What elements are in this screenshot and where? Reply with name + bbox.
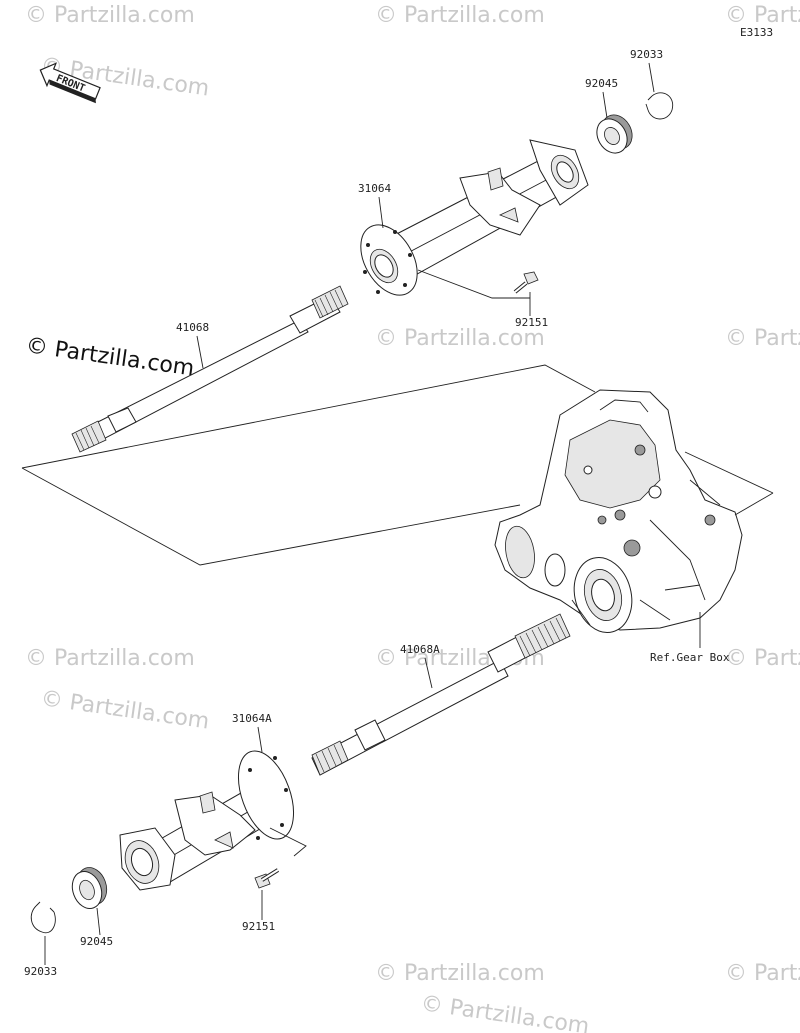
copyright-text: © Partzilla.com: [24, 333, 196, 381]
part-label-gear-box[interactable]: Ref.Gear Box: [650, 651, 730, 664]
leader-line: [21, 364, 596, 469]
part-label-axle-lower[interactable]: 41068A: [400, 643, 440, 656]
circlip-upper[interactable]: [645, 92, 674, 120]
watermark: © Partzilla.com: [375, 961, 545, 986]
watermark: © Partzilla.com: [725, 3, 800, 28]
axle-housing-upper[interactable]: [349, 139, 589, 305]
part-label-bolt-lower[interactable]: 92151: [242, 920, 275, 933]
leader-line: [257, 726, 263, 753]
bearing-upper[interactable]: [591, 109, 638, 158]
leader-line: [648, 62, 655, 93]
bearing-lower[interactable]: [67, 863, 111, 912]
watermark: © Partzilla.com: [725, 646, 800, 671]
leader-line: [196, 335, 204, 369]
leader-line: [21, 467, 521, 566]
front-arrow-icon: FRONT: [39, 62, 101, 104]
leader-line: [417, 269, 530, 299]
part-label-axle-upper[interactable]: 41068: [176, 321, 209, 334]
diagram-code: E3133: [740, 26, 773, 39]
leader-line: [602, 91, 608, 119]
axle-shaft-upper[interactable]: [71, 285, 349, 453]
circlip-lower[interactable]: [30, 901, 56, 934]
watermark: © Partzilla.com: [419, 991, 591, 1033]
leader-line: [684, 451, 774, 494]
axle-shaft-lower[interactable]: [311, 613, 571, 776]
leader-line: [734, 492, 774, 516]
leader-line: [96, 907, 101, 936]
watermark: © Partzilla.com: [725, 326, 800, 351]
part-label-bolt-upper[interactable]: 92151: [515, 316, 548, 329]
watermark: © Partzilla.com: [375, 326, 545, 351]
watermark: © Partzilla.com: [25, 3, 195, 28]
watermark: © Partzilla.com: [39, 686, 211, 734]
watermark: © Partzilla.com: [375, 3, 545, 28]
part-label-housing-upper[interactable]: 31064: [358, 182, 391, 195]
watermark: © Partzilla.com: [725, 961, 800, 986]
leader-line: [269, 827, 307, 857]
part-label-bearing-lower[interactable]: 92045: [80, 935, 113, 948]
part-label-housing-lower[interactable]: 31064A: [232, 712, 272, 725]
watermark: © Partzilla.com: [25, 646, 195, 671]
bolt-lower[interactable]: [254, 868, 280, 889]
leader-line: [378, 196, 384, 229]
bolt-upper[interactable]: [513, 271, 539, 294]
leader-line: [424, 657, 433, 689]
part-label-circlip-upper[interactable]: 92033: [630, 48, 663, 61]
axle-housing-lower[interactable]: [119, 744, 304, 891]
part-label-bearing-upper[interactable]: 92045: [585, 77, 618, 90]
part-label-circlip-lower[interactable]: 92033: [24, 965, 57, 978]
gear-box[interactable]: [494, 389, 743, 639]
